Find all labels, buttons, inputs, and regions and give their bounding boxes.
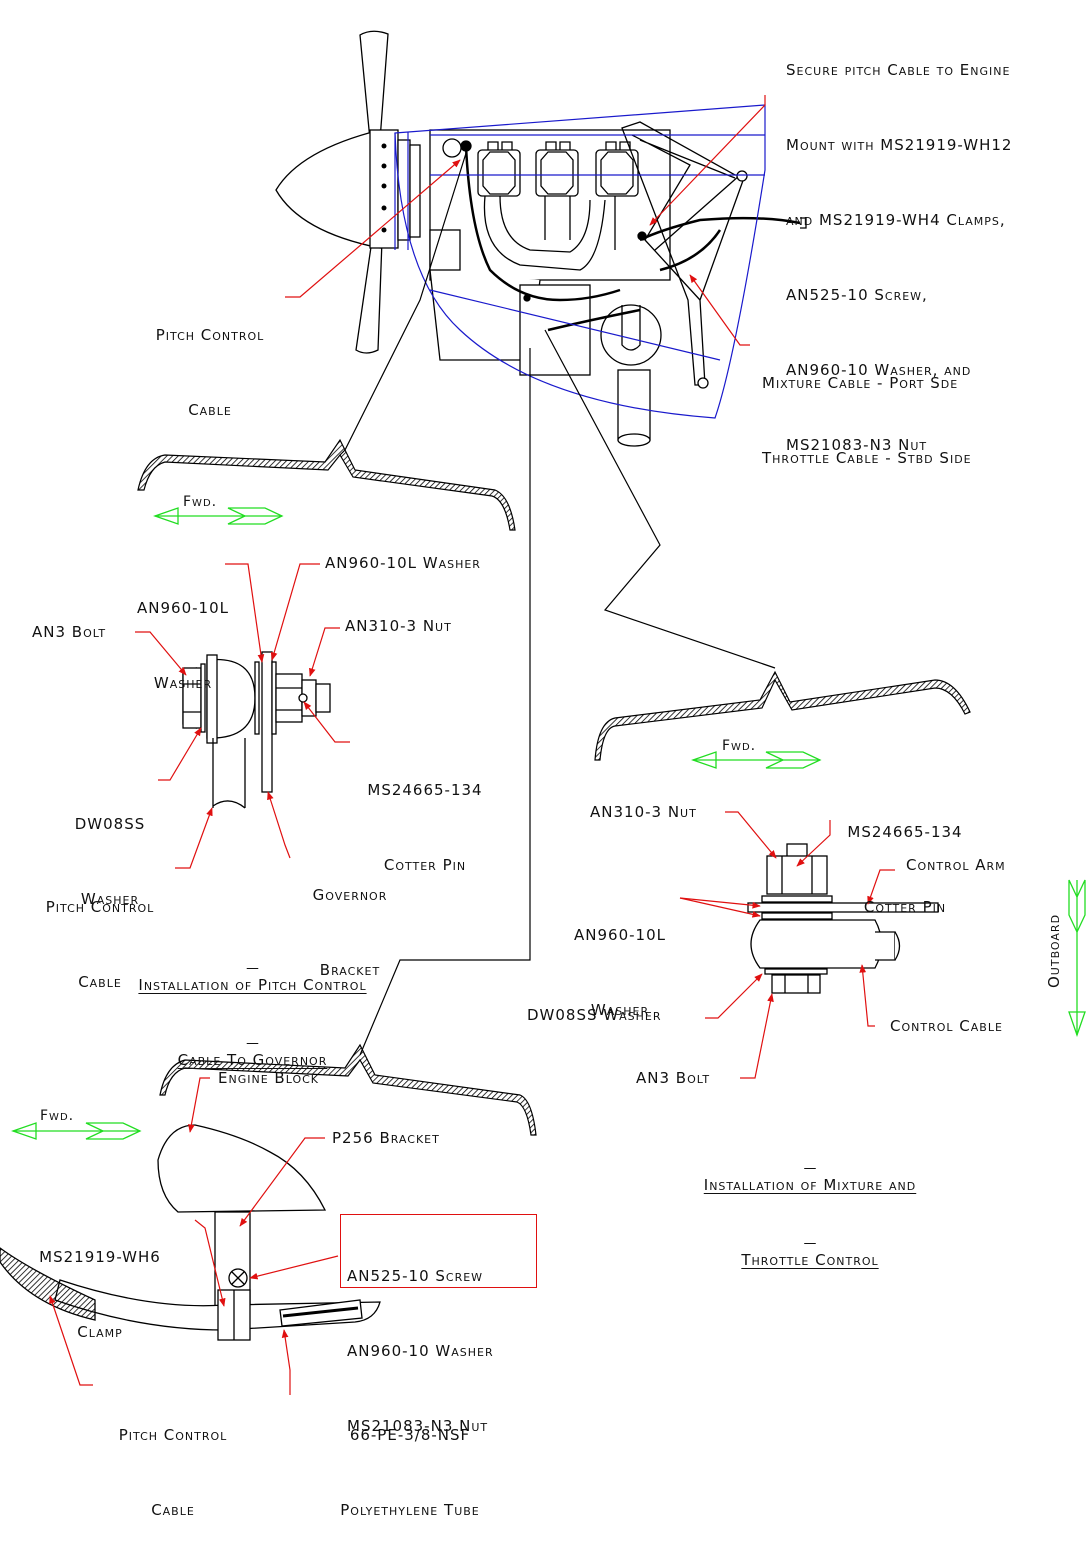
label-line-2: Cable — [151, 1501, 195, 1519]
label-line-2: Cable — [78, 973, 122, 991]
label-line-1: 66-PE-3/8-NSF — [349, 1426, 471, 1444]
label-cotter-pin-governor: MS24665-134 Cotter Pin — [345, 728, 505, 903]
cylinders — [477, 141, 639, 271]
propeller-blade-upper — [359, 30, 389, 141]
label-an960-washer-mixture: AN960-10L Washer — [560, 873, 680, 1048]
fwd-label-bracket: Fwd. — [40, 1108, 75, 1124]
leader-lines — [49, 95, 895, 1395]
label-line-2: Cable — [188, 401, 232, 419]
note-line-5: AN960-10 Washer, and — [786, 361, 972, 379]
label-dw08ss-washer-governor: DW08SS Washer — [50, 762, 170, 937]
installation-drawing — [0, 30, 1086, 1395]
fwd-arrow-governor — [153, 507, 284, 525]
hardware-box — [340, 1214, 537, 1288]
spinner — [275, 129, 381, 249]
governor-assembly — [182, 651, 331, 809]
label-line-1: Pitch Control — [118, 1426, 228, 1444]
break-line-mixture — [594, 670, 971, 761]
break-line-bracket — [159, 1043, 537, 1136]
throttle-cable-top — [659, 229, 722, 272]
label-line-2: Washer — [80, 890, 140, 908]
pitch-cable-hatched — [0, 1247, 96, 1321]
cowling-outline — [394, 104, 766, 419]
label-line-1: Governor — [312, 886, 388, 904]
note-line-2: Mount with MS21919-WH12 — [786, 136, 1013, 154]
note-line-1: Secure pitch Cable to Engine — [786, 61, 1011, 79]
hardware-line-1: AN525-10 Screw — [347, 1267, 484, 1285]
label-an960-washer-right: AN960-10L Washer — [325, 554, 481, 572]
label-pitch-control-cable-top: Pitch Control Cable — [120, 273, 300, 448]
label-pitch-control-cable-governor: Pitch Control Cable — [15, 845, 185, 1020]
label-line-1: DW08SS — [74, 815, 146, 833]
caption-line-2: Cable To Governor — [177, 1051, 328, 1069]
label-line-2: Clamp — [77, 1323, 123, 1341]
hub-bolts — [381, 143, 387, 233]
fwd-label-governor: Fwd. — [183, 494, 218, 510]
caption-line-1: Installation of Pitch Control — [138, 976, 367, 994]
fwd-arrow-bracket — [11, 1122, 142, 1140]
break-line-governor — [137, 438, 516, 531]
label-control-arm: Control Arm — [906, 856, 1006, 874]
oil-filter — [617, 369, 651, 441]
caption-governor: Installation of Pitch Control Cable To G… — [70, 923, 435, 1098]
mixture-throttle-assembly — [747, 843, 939, 994]
note-line-6: MS21083-N3 Nut — [786, 436, 928, 454]
label-line-1: AN960-10L — [574, 926, 666, 944]
label-an310-nut-mixture: AN310-3 Nut — [590, 803, 697, 821]
label-pitch-control-cable-bracket: Pitch Control Cable — [88, 1373, 258, 1548]
note-line-4: AN525-10 Screw, — [786, 286, 928, 304]
label-cotter-pin-mixture: MS24665-134 Cotter Pin — [835, 770, 975, 945]
label-line-2: Bracket — [319, 961, 381, 979]
label-line-1: AN960-10L — [137, 599, 229, 617]
caption-line-2: Throttle Control — [741, 1251, 879, 1269]
label-an3-bolt-governor: AN3 Bolt — [32, 623, 107, 641]
engine-top-view — [275, 30, 807, 447]
label-mixture-cable: Mixture Cable - Port Sde — [762, 374, 959, 392]
note-line-3: and MS21919-WH4 Clamps, — [786, 211, 1006, 229]
label-an960-washer-left: AN960-10L Washer — [113, 546, 253, 721]
outboard-arrow — [1068, 879, 1086, 1037]
label-throttle-cable: Throttle Cable - Stbd Side — [762, 449, 972, 467]
label-line-1: Pitch Control — [45, 898, 155, 916]
label-line-2: Washer — [153, 674, 213, 692]
note-secure-pitch-cable: Secure pitch Cable to Engine Mount with … — [786, 8, 1012, 483]
label-control-cable: Control Cable — [890, 1017, 1003, 1035]
label-governor-bracket: Governor Bracket — [290, 833, 410, 1008]
caption-mixture: Installation of Mixture and Throttle Con… — [640, 1123, 980, 1298]
label-dw08ss-washer-mixture: DW08SS Washer — [527, 1006, 662, 1024]
label-line-2: Washer — [590, 1001, 650, 1019]
label-line-2: Polyethylene Tube — [340, 1501, 480, 1519]
caption-line-1: Installation of Mixture and — [703, 1176, 917, 1194]
engine-block-shape — [157, 1124, 327, 1213]
label-line-1: MS24665-134 — [847, 823, 963, 841]
label-p256-bracket: P256 Bracket — [332, 1129, 440, 1147]
fwd-arrow-mixture — [691, 751, 822, 769]
fwd-label-mixture: Fwd. — [722, 738, 757, 754]
mixture-cable-top — [639, 216, 801, 242]
label-outboard: Outboard — [1045, 913, 1063, 988]
label-line-1: MS21919-WH6 — [39, 1248, 161, 1266]
label-line-1: Pitch Control — [155, 326, 265, 344]
label-engine-block: Engine Block — [218, 1069, 319, 1087]
pitch-cable-top — [464, 145, 621, 302]
alternator — [600, 304, 662, 366]
label-line-2: Cotter Pin — [863, 898, 947, 916]
label-an310-nut-governor: AN310-3 Nut — [345, 617, 452, 635]
label-mixture-throttle: Mixture Cable - Port Sde Throttle Cable … — [762, 321, 972, 496]
label-polyethylene-tube: 66-PE-3/8-NSF Polyethylene Tube — [290, 1373, 530, 1548]
label-an3-bolt-mixture: AN3 Bolt — [636, 1069, 711, 1087]
label-clamp: MS21919-WH6 Clamp — [20, 1195, 180, 1370]
propeller-blade-lower — [355, 239, 383, 354]
hardware-line-2: AN960-10 Washer — [347, 1342, 494, 1360]
label-line-2: Cotter Pin — [383, 856, 467, 874]
label-line-1: MS24665-134 — [367, 781, 483, 799]
